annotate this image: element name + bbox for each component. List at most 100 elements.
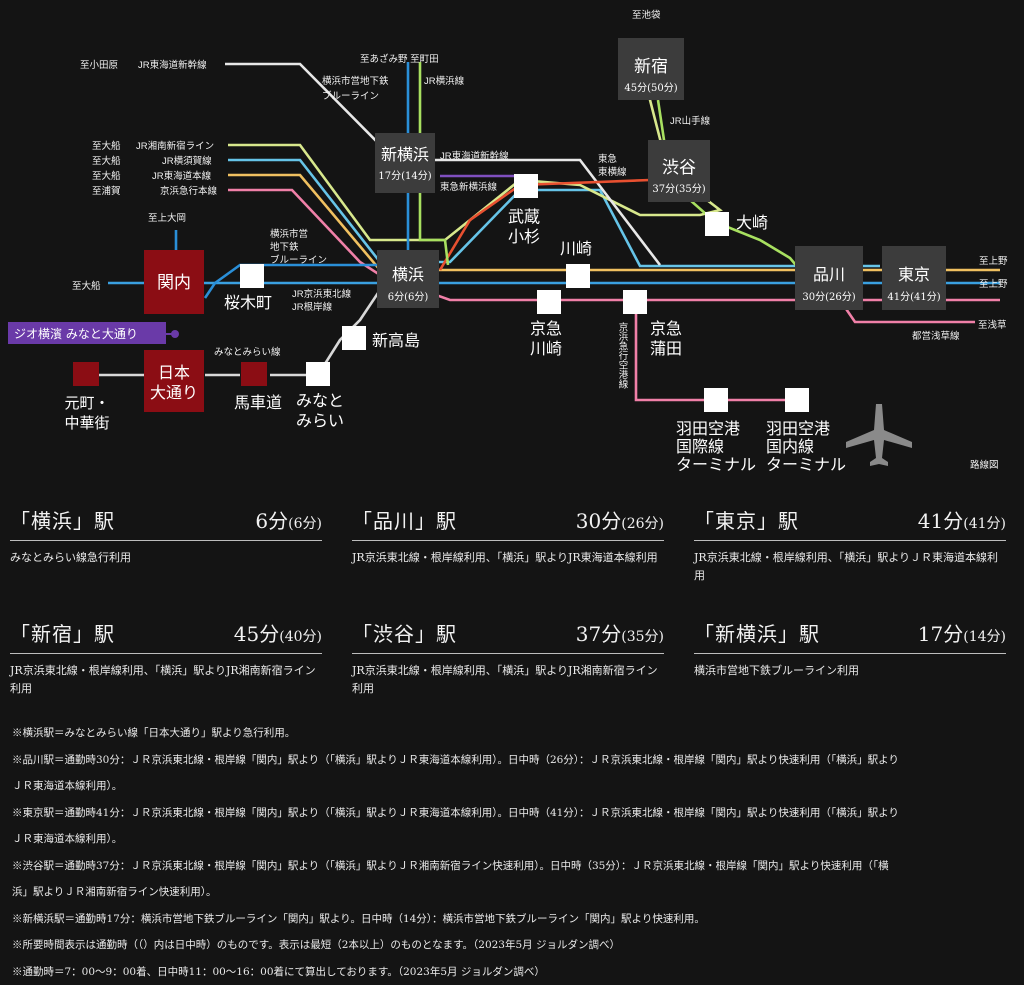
svg-text:至上野: 至上野	[979, 279, 1008, 290]
station-haneda-dom: 羽田空港国内線ターミナル	[766, 419, 846, 474]
station-minatomirai: みなとみらい	[296, 391, 344, 430]
station-time: 17分(14分)	[378, 170, 431, 182]
property-marker: ジオ横濱 みなと大通り	[8, 322, 179, 344]
svg-text:東急新横浜線: 東急新横浜線	[440, 181, 498, 193]
station-musashikosugi: 武蔵小杉	[508, 207, 540, 246]
svg-text:至浅草: 至浅草	[978, 319, 1007, 331]
card-time: 37分(35分)	[576, 618, 664, 647]
svg-text:至大船: 至大船	[72, 280, 101, 292]
station-name: 新宿	[634, 57, 668, 77]
station-osaki-marker	[705, 212, 729, 236]
svg-text:至浦賀: 至浦賀	[92, 185, 121, 197]
station-keikyu-kawasaki: 京急川崎	[530, 319, 562, 358]
svg-text:JR東海道新幹線: JR東海道新幹線	[440, 150, 509, 162]
footnote: ＪＲ東海道本線利用）。	[12, 773, 1012, 800]
svg-text:東急東横線: 東急東横線	[598, 153, 627, 178]
station-haneda-dom-marker	[785, 388, 809, 412]
svg-text:都営浅草線: 都営浅草線	[912, 330, 960, 342]
station-haneda-intl: 羽田空港国際線ターミナル	[676, 419, 756, 474]
station-sakuragicho-marker	[240, 264, 264, 288]
footnote: 浜」駅よりＪＲ湘南新宿ライン快速利用）。	[12, 879, 1012, 906]
footnote: ※新横浜駅＝通勤時17分：横浜市営地下鉄ブルーライン「関内」駅より。日中時（14…	[12, 906, 1012, 933]
station-haneda-intl-marker	[704, 388, 728, 412]
airplane-icon	[846, 404, 912, 466]
svg-text:JR東海道本線: JR東海道本線	[152, 170, 212, 182]
svg-text:みなとみらい線: みなとみらい線	[214, 346, 281, 358]
card-yokohama: 「横浜」駅 6分(6分) みなとみらい線急行利用	[10, 500, 322, 567]
svg-text:馬車道: 馬車道	[234, 393, 282, 412]
property-label: ジオ横濱 みなと大通り	[14, 327, 138, 341]
station-bashamichi: 馬車道	[234, 362, 282, 412]
svg-text:至大船: 至大船	[92, 170, 121, 182]
svg-text:至大船: 至大船	[92, 155, 121, 167]
station-name: 東京	[898, 265, 930, 284]
card-title: 「東京」駅	[694, 505, 799, 534]
route-map: 新横浜 17分(14分) 新宿 45分(50分) 渋谷 37分(35分) 横浜 …	[0, 0, 1024, 490]
station-kannai: 関内	[144, 250, 204, 314]
card-title: 「新宿」駅	[10, 618, 115, 647]
station-nihon-odori: 日本大通り	[144, 350, 204, 412]
station-motomachi: 元町・中華街	[64, 362, 109, 432]
svg-text:路線図: 路線図	[970, 459, 999, 471]
hub-yokohama: 横浜 6分(6分)	[377, 250, 439, 308]
card-shibuya: 「渋谷」駅 37分(35分) JR京浜東北線・根岸線利用、「横浜」駅よりJR湘南…	[352, 613, 664, 698]
svg-text:JR湘南新宿ライン: JR湘南新宿ライン	[136, 140, 214, 152]
svg-text:横浜市営地下鉄ブルーライン: 横浜市営地下鉄ブルーライン	[322, 75, 389, 102]
footnote: ＪＲ東海道本線利用）。	[12, 826, 1012, 853]
card-time: 6分(6分)	[255, 505, 322, 534]
hub-shibuya: 渋谷 37分(35分)	[648, 140, 710, 202]
jr-yokosuka-line	[228, 160, 880, 266]
card-time: 17分(14分)	[918, 618, 1006, 647]
station-time: 41分(41分)	[887, 291, 940, 303]
station-keikyu-kamata-marker	[623, 290, 647, 314]
station-sakuragicho: 桜木町	[224, 293, 272, 312]
svg-text:至小田原: 至小田原	[80, 60, 118, 71]
hub-shinagawa: 品川 30分(26分)	[795, 246, 863, 310]
station-kawasaki-marker	[566, 264, 590, 288]
svg-text:至あざみ野 至町田: 至あざみ野 至町田	[360, 53, 439, 65]
station-osaki: 大崎	[736, 213, 768, 232]
svg-text:至大船: 至大船	[92, 140, 121, 152]
card-title: 「渋谷」駅	[352, 618, 457, 647]
svg-text:JR東海道新幹線: JR東海道新幹線	[138, 59, 207, 71]
card-title: 「品川」駅	[352, 505, 457, 534]
svg-text:京浜急行本線: 京浜急行本線	[160, 185, 218, 197]
card-shin-yokohama: 「新横浜」駅 17分(14分) 横浜市営地下鉄ブルーライン利用	[694, 613, 1006, 680]
station-keikyu-kawasaki-marker	[537, 290, 561, 314]
card-title: 「新横浜」駅	[694, 618, 820, 647]
hub-tokyo: 東京 41分(41分)	[882, 246, 946, 310]
card-title: 「横浜」駅	[10, 505, 115, 534]
card-tokyo: 「東京」駅 41分(41分) JR京浜東北線・根岸線利用、「横浜」駅よりＪＲ東海…	[694, 500, 1006, 585]
footnote: ※東京駅＝通勤時41分：ＪＲ京浜東北線・根岸線「関内」駅より（「横浜」駅よりＪＲ…	[12, 800, 1012, 827]
footnote: ※横浜駅＝みなとみらい線「日本大通り」駅より急行利用。	[12, 720, 1012, 747]
card-time: 30分(26分)	[576, 505, 664, 534]
station-name: 渋谷	[662, 158, 696, 178]
keikyu-airport-label: 京浜急行空港線	[617, 321, 629, 388]
station-time: 37分(35分)	[652, 183, 705, 195]
svg-text:JR横浜線: JR横浜線	[424, 75, 465, 87]
footnote: ※渋谷駅＝通勤時37分：ＪＲ京浜東北線・根岸線「関内」駅より（「横浜」駅よりＪＲ…	[12, 853, 1012, 880]
svg-text:至上野: 至上野	[979, 256, 1008, 267]
card-time: 45分(40分)	[234, 618, 322, 647]
svg-text:至上大岡: 至上大岡	[148, 212, 186, 224]
station-name: 品川	[813, 265, 845, 284]
station-minatomirai-marker	[306, 362, 330, 386]
station-shintakashima-marker	[342, 326, 366, 350]
svg-text:関内: 関内	[157, 273, 191, 293]
station-kawasaki: 川崎	[560, 239, 592, 258]
station-musashikosugi-marker	[514, 174, 538, 198]
card-time: 41分(41分)	[918, 505, 1006, 534]
station-name: 横浜	[392, 265, 424, 284]
svg-text:元町・中華街: 元町・中華街	[64, 394, 109, 432]
station-shintakashima: 新高島	[372, 331, 420, 350]
card-shinagawa: 「品川」駅 30分(26分) JR京浜東北線・根岸線利用、「横浜」駅よりJR東海…	[352, 500, 664, 567]
svg-text:至池袋: 至池袋	[632, 9, 661, 21]
station-time: 45分(50分)	[624, 82, 677, 94]
footnotes: ※横浜駅＝みなとみらい線「日本大通り」駅より急行利用。 ※品川駅＝通勤時30分：…	[12, 720, 1012, 985]
station-time: 30分(26分)	[802, 291, 855, 303]
svg-text:JR横須賀線: JR横須賀線	[162, 155, 212, 167]
card-note: 横浜市営地下鉄ブルーライン利用	[694, 662, 1006, 680]
footnote: ※通勤時＝7：00～9：00着、日中時11：00～16：00着にて算出しておりま…	[12, 959, 1012, 985]
svg-text:横浜市営地下鉄ブルーライン: 横浜市営地下鉄ブルーライン	[270, 228, 327, 266]
